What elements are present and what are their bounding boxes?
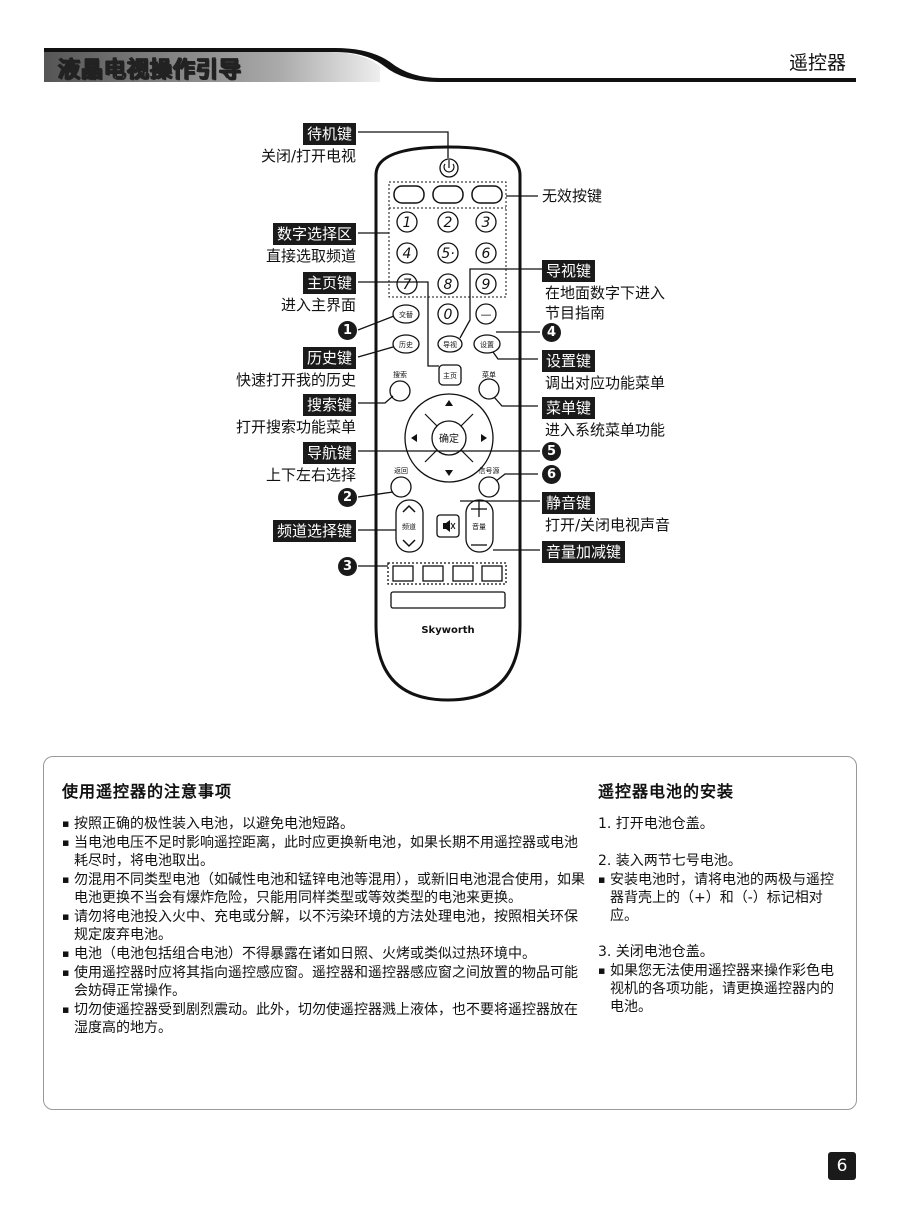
search-label: 搜索 bbox=[393, 370, 407, 379]
home-button[interactable]: 主页 bbox=[443, 371, 457, 380]
power-key-tag: 待机键 bbox=[302, 123, 356, 145]
list-item: 当电池电压不足时影响遥控距离，此时应更换新电池，如果长期不用遥控器或电池耗尽时，… bbox=[62, 834, 587, 870]
callout-1: 1 bbox=[338, 321, 357, 340]
list-item: 电池（电池包括组合电池）不得暴露在诸如日照、火烤或类似过热环境中。 bbox=[62, 945, 587, 963]
home-key-desc: 进入主界面 bbox=[280, 296, 356, 314]
mute-icon bbox=[443, 520, 456, 532]
settings-key-tag: 设置键 bbox=[542, 350, 596, 372]
digit-2[interactable]: 2 bbox=[444, 215, 453, 231]
page-number: 6 bbox=[828, 1152, 856, 1180]
settings-key-desc: 调出对应功能菜单 bbox=[545, 374, 666, 392]
battery-step-3-note: 如果您无法使用遥控器来操作彩色电视机的各项功能，请更换遥控器内的电池。 bbox=[598, 962, 843, 1016]
mute-key-desc: 打开/关闭电视声音 bbox=[545, 516, 671, 534]
guide-key-desc-1: 在地面数字下进入 bbox=[545, 284, 666, 302]
channel-label: 频道 bbox=[402, 522, 416, 531]
digit-7[interactable]: 7 bbox=[403, 277, 412, 293]
digit-3[interactable]: 3 bbox=[482, 215, 491, 231]
list-item: 勿混用不同类型电池（如碱性电池和锰锌电池等混用），或新旧电池混合使用，如果电池更… bbox=[62, 871, 587, 907]
section-title: 遥控器 bbox=[788, 52, 846, 74]
list-item: 使用遥控器时应将其指向遥控感应窗。遥控器和遥控器感应窗之间放置的物品可能会妨碍正… bbox=[62, 964, 587, 1000]
ok-button[interactable]: 确定 bbox=[439, 432, 459, 445]
battery-step-3: 3. 关闭电池仓盖。 bbox=[598, 944, 714, 960]
callout-6: 6 bbox=[542, 465, 561, 484]
power-key-desc: 关闭/打开电视 bbox=[260, 147, 356, 165]
list-item: 按照正确的极性装入电池，以避免电池短路。 bbox=[62, 815, 587, 833]
invalid-keys-desc: 无效按键 bbox=[542, 187, 603, 205]
battery-steps: 1. 打开电池仓盖。 2. 装入两节七号电池。 安装电池时，请将电池的两极与遥控… bbox=[598, 815, 843, 1016]
search-key-tag: 搜索键 bbox=[302, 394, 356, 416]
nav-key-tag: 导航键 bbox=[302, 442, 356, 464]
mute-key-tag: 静音键 bbox=[542, 492, 596, 514]
digit-0[interactable]: 0 bbox=[444, 307, 453, 323]
history-button[interactable]: 历史 bbox=[399, 340, 413, 349]
settings-button[interactable]: 设置 bbox=[480, 340, 494, 349]
digit-9[interactable]: 9 bbox=[482, 277, 491, 293]
home-key-tag: 主页键 bbox=[302, 272, 356, 294]
digit-6[interactable]: 6 bbox=[482, 246, 491, 262]
digit-8[interactable]: 8 bbox=[444, 277, 453, 293]
callout-2: 2 bbox=[338, 488, 357, 507]
search-key-desc: 打开搜索功能菜单 bbox=[235, 418, 356, 436]
remote-illustration: 1 2 3 4 5· 6 7 8 9 0 — 交替 导视 历史 设置 搜索 主页… bbox=[44, 48, 856, 702]
list-item: 请勿将电池投入火中、充电或分解，以不污染环境的方法处理电池，按照相关环保规定废弃… bbox=[62, 908, 587, 944]
menu-key-tag: 菜单键 bbox=[542, 397, 596, 419]
digit-5[interactable]: 5· bbox=[441, 246, 454, 262]
notes-panel bbox=[43, 756, 857, 1110]
volume-label: 音量 bbox=[472, 522, 486, 531]
battery-title: 遥控器电池的安装 bbox=[598, 782, 735, 801]
notes-list: 按照正确的极性装入电池，以避免电池短路。 当电池电压不足时影响遥控距离，此时应更… bbox=[62, 815, 587, 1038]
history-key-desc: 快速打开我的历史 bbox=[235, 371, 356, 389]
back-label: 返回 bbox=[394, 467, 408, 475]
history-key-tag: 历史键 bbox=[302, 347, 356, 369]
source-label: 信号源 bbox=[479, 466, 500, 475]
brand-logo: Skyworth bbox=[421, 625, 474, 636]
callout-3: 3 bbox=[338, 557, 357, 576]
digit-area-desc: 直接选取频道 bbox=[265, 247, 356, 265]
battery-step-2: 2. 装入两节七号电池。 bbox=[598, 853, 742, 869]
guide-key-desc-2: 节目指南 bbox=[545, 304, 606, 322]
list-item: 切勿使遥控器受到剧烈震动。此外，切勿使遥控器溅上液体，也不要将遥控器放在湿度高的… bbox=[62, 1001, 587, 1037]
digit-area-tag: 数字选择区 bbox=[272, 223, 356, 245]
callout-5: 5 bbox=[542, 442, 561, 461]
digit-4[interactable]: 4 bbox=[403, 246, 412, 262]
battery-step-2-note: 安装电池时，请将电池的两极与遥控器背壳上的（+）和（-）标记相对应。 bbox=[598, 871, 843, 925]
menu-label: 菜单 bbox=[482, 370, 496, 379]
guide-button[interactable]: 导视 bbox=[443, 340, 457, 349]
channel-key-tag: 频道选择键 bbox=[272, 520, 356, 542]
nav-key-desc: 上下左右选择 bbox=[265, 466, 356, 484]
callout-4: 4 bbox=[542, 323, 561, 342]
notes-title: 使用遥控器的注意事项 bbox=[62, 782, 233, 801]
menu-key-desc: 进入系统菜单功能 bbox=[545, 421, 666, 439]
dash-button[interactable]: — bbox=[481, 308, 492, 321]
digit-1[interactable]: 1 bbox=[403, 215, 412, 231]
swap-button[interactable]: 交替 bbox=[399, 310, 413, 319]
battery-step-1: 1. 打开电池仓盖。 bbox=[598, 816, 714, 832]
manual-title: 液晶电视操作引导 bbox=[57, 58, 243, 84]
guide-key-tag: 导视键 bbox=[542, 260, 596, 282]
volume-key-tag: 音量加减键 bbox=[542, 541, 626, 563]
